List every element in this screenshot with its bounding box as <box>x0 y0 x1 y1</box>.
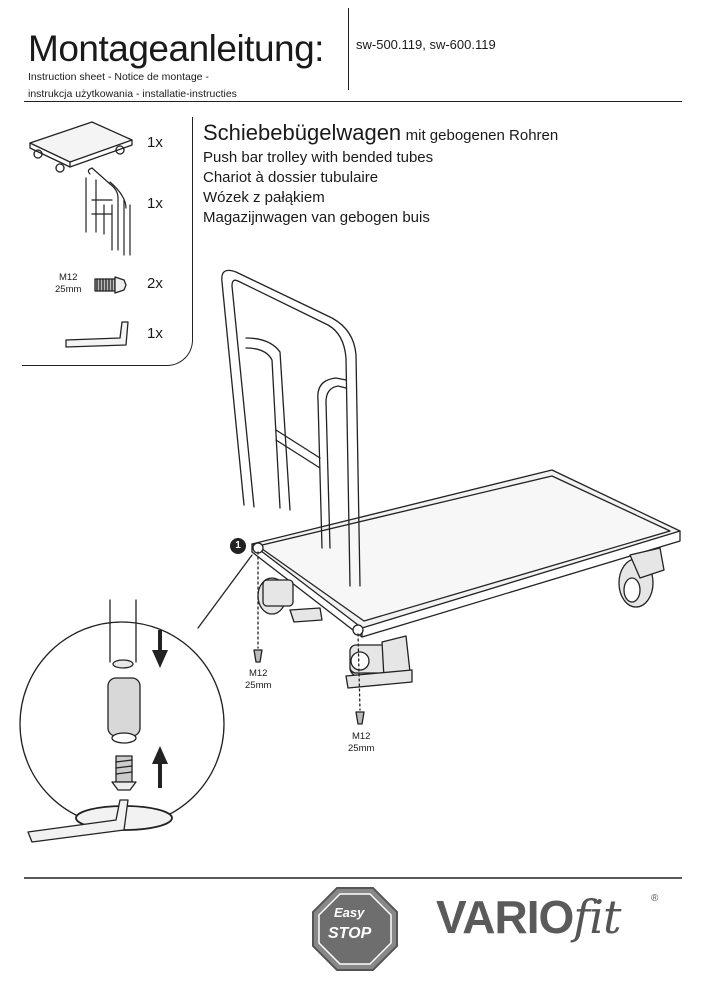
header-rule <box>24 101 682 102</box>
product-name-fr: Chariot à dossier tubulaire <box>203 169 379 186</box>
parts-list-box <box>22 117 193 366</box>
product-name-nl: Magazijnwagen van gebogen buis <box>203 209 430 226</box>
product-name-en: Push bar trolley with bended tubes <box>203 149 434 166</box>
allen-key-icon <box>65 321 129 348</box>
product-name-de: Schiebebügelwagen <box>203 120 402 145</box>
caster-wheel-back-right <box>618 547 665 608</box>
subtitle-line-2: instrukcja użytkowania - installatie-ins… <box>28 88 237 100</box>
header-divider <box>348 8 349 90</box>
caster-wheel-front <box>345 635 413 689</box>
screw-guide-lines <box>257 551 361 711</box>
part-qty-base: 1x <box>147 134 163 151</box>
detail-insert <box>107 677 141 744</box>
badge-stop-text: STOP <box>328 925 372 942</box>
part-qty-pushbar: 1x <box>147 195 163 212</box>
trolley-deck <box>251 469 681 638</box>
screw-size-label: M12 25mm <box>55 272 82 295</box>
product-name-pl: Wózek z pałąkiem <box>203 189 325 206</box>
detail-tube <box>109 599 137 669</box>
document-title: Montageanleitung: <box>28 28 324 69</box>
arrow-up-icon <box>152 746 168 788</box>
trolley-base-icon <box>29 121 133 173</box>
part-qty-screw: 2x <box>147 275 163 292</box>
product-title: Schiebebügelwagen mit gebogenen Rohren <box>203 120 558 146</box>
arrow-down-icon <box>152 630 168 668</box>
detail-leader-line <box>197 554 253 629</box>
model-numbers: sw-500.119, sw-600.119 <box>356 37 496 52</box>
detail-allen-key <box>27 799 173 843</box>
screw-label-right: M12 25mm <box>348 731 375 754</box>
step-number-badge <box>230 538 246 554</box>
variofit-logo: VARIOfit <box>436 890 622 944</box>
screw-label-left: M12 25mm <box>245 668 272 691</box>
registered-mark: ® <box>651 893 659 904</box>
subtitle-line-1: Instruction sheet - Notice de montage - <box>28 71 209 83</box>
screw-icon <box>94 276 127 294</box>
push-bar-icon <box>85 167 131 256</box>
badge-easy-text: Easy <box>334 905 365 920</box>
step-number: 1 <box>235 540 241 551</box>
product-name-de-suffix: mit gebogenen Rohren <box>405 127 559 144</box>
push-bar-frame <box>221 269 364 636</box>
screw-small-icons <box>253 649 365 725</box>
detail-screw <box>111 755 137 791</box>
part-qty-key: 1x <box>147 325 163 342</box>
caster-wheel-back-left <box>257 577 323 623</box>
